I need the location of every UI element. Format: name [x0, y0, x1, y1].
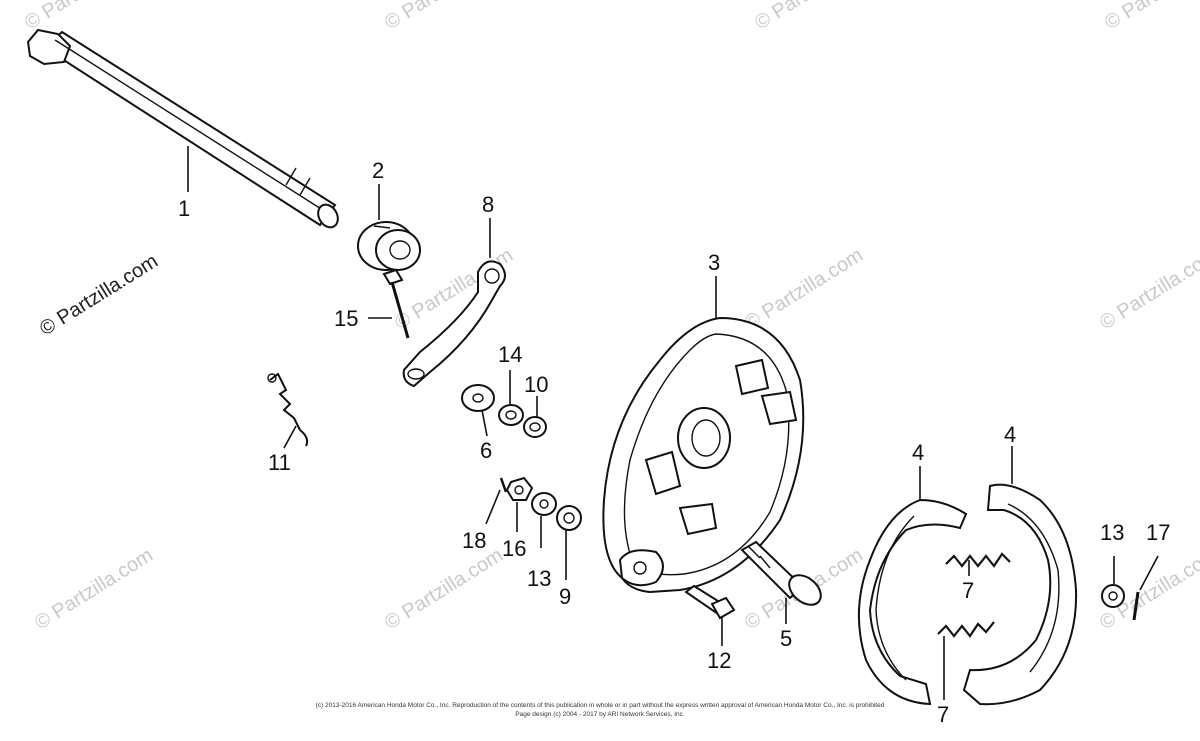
callout-13-center: 13 — [527, 566, 551, 591]
part-brake-panel — [602, 316, 805, 594]
callout-15: 15 — [334, 306, 358, 331]
part-spring-7-lower — [937, 621, 995, 638]
part-washer-13 — [531, 492, 557, 516]
part-brake-shoe-left — [857, 498, 968, 706]
copyright-line-2: Page design (c) 2004 - 2017 by ARI Netwo… — [515, 711, 685, 718]
callout-5: 5 — [780, 626, 792, 651]
part-spring-7-upper — [945, 552, 1011, 568]
part-washer-14 — [498, 404, 524, 426]
callout-2: 2 — [372, 158, 384, 183]
part-brake-shoe-right — [962, 483, 1078, 706]
callout-7-lower: 7 — [937, 702, 949, 727]
watermark: © Partzilla.com — [1101, 0, 1200, 34]
callout-8: 8 — [482, 192, 494, 217]
part-brake-cam — [740, 540, 822, 606]
watermark: © Partzilla.com — [741, 244, 867, 334]
part-brake-arm — [402, 260, 506, 388]
part-pin-18 — [499, 477, 508, 493]
callout-17: 17 — [1146, 520, 1170, 545]
watermark: © Partzilla.com — [1096, 244, 1200, 334]
callout-4-right: 4 — [1004, 422, 1016, 447]
part-axle — [26, 28, 339, 229]
callout-1: 1 — [178, 196, 190, 221]
callout-6: 6 — [480, 438, 492, 463]
watermark: © Partzilla.com — [381, 544, 507, 634]
part-nut-16 — [505, 476, 534, 501]
callout-13-right: 13 — [1100, 520, 1124, 545]
part-bolt-15 — [382, 268, 410, 339]
watermark: © Partzilla.com — [381, 0, 507, 34]
watermark: © Partzilla.com — [751, 0, 877, 34]
copyright-notice: (c) 2013-2016 American Honda Motor Co., … — [316, 702, 885, 718]
callout-12: 12 — [707, 648, 731, 673]
callout-10: 10 — [524, 372, 548, 397]
callout-11: 11 — [268, 450, 291, 475]
part-nut-9 — [556, 505, 582, 531]
watermark: © Partzilla.com — [21, 0, 147, 34]
part-pin-17 — [1132, 591, 1140, 621]
part-washer-13-right — [1101, 584, 1125, 608]
callout-18: 18 — [462, 528, 486, 553]
callouts: 1 2 3 4 4 5 6 7 7 8 9 10 11 12 13 13 14 … — [178, 158, 1170, 727]
part-spring-11 — [267, 372, 309, 447]
part-bolt-12 — [684, 584, 736, 620]
callout-3: 3 — [708, 250, 720, 275]
part-washer-10 — [523, 416, 547, 438]
callout-16: 16 — [502, 536, 526, 561]
watermark: © Partzilla.com — [31, 544, 157, 634]
callout-14: 14 — [498, 342, 522, 367]
callout-9: 9 — [559, 584, 571, 609]
watermark: © Partzilla.com — [36, 250, 162, 340]
part-collar — [357, 221, 421, 271]
leader-lines — [187, 146, 1159, 700]
part-washer-6 — [461, 384, 495, 412]
callout-4-left: 4 — [912, 440, 924, 465]
copyright-line-1: (c) 2013-2016 American Honda Motor Co., … — [316, 702, 885, 709]
callout-7-upper: 7 — [962, 578, 974, 603]
